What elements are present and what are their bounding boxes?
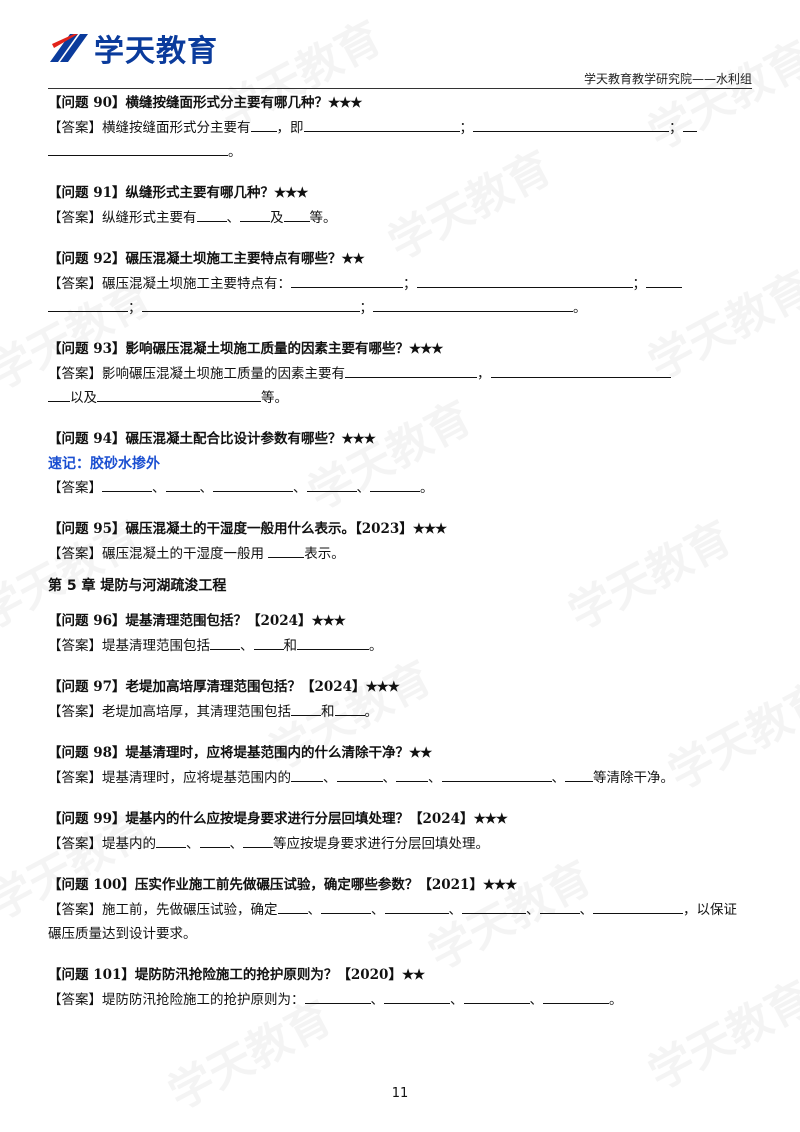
question-text: 【问题 95】碾压混凝土的干湿度一般用什么表示。【2023】★★★	[48, 521, 447, 537]
answer-text: 【答案】碾压混凝土坝施工主要特点有：；； ；；。	[48, 272, 754, 320]
answer-text: 【答案】堤防防汛抢险施工的抢护原则为：、、、。	[48, 988, 754, 1012]
answer-blank	[473, 117, 669, 132]
answer-blank	[370, 477, 420, 492]
answer-blank	[213, 477, 293, 492]
answer-blank	[463, 989, 530, 1004]
answer-blank	[48, 297, 128, 312]
question-text: 【问题 99】堤基内的什么应按堤身要求进行分层回填处理？【2024】★★★	[48, 811, 508, 827]
answer-blank	[321, 899, 371, 914]
answer-blank	[48, 141, 228, 156]
question-text: 【问题 91】纵缝形式主要有哪几种？★★★	[48, 185, 308, 201]
chapter-heading: 第 5 章 堤防与河湖疏浚工程	[48, 578, 227, 594]
answer-blank	[291, 767, 323, 782]
answer-blank	[196, 207, 227, 222]
question-block: 【问题 94】碾压混凝土配合比设计参数有哪些？★★★ 速记：胶砂水掺外 【答案】…	[48, 426, 754, 500]
header-divider	[48, 88, 752, 89]
answer-blank	[306, 477, 357, 492]
question-text: 【问题 90】横缝按缝面形式分主要有哪几种？★★★	[48, 95, 362, 111]
question-block: 【问题 93】影响碾压混凝土坝施工质量的因素主要有哪些？★★★ 【答案】影响碾压…	[48, 336, 754, 410]
answer-blank	[345, 363, 477, 378]
answer-blank	[490, 363, 671, 378]
answer-text: 【答案】施工前，先做碾压试验，确定、、、、、，以保证 碾压质量达到设计要求。	[48, 898, 754, 946]
answer-text: 【答案】碾压混凝土的干湿度一般用 表示。	[48, 542, 754, 566]
answer-text: 【答案】堤基清理时，应将堤基范围内的、、、、等清除干净。	[48, 766, 754, 790]
answer-blank	[250, 117, 277, 132]
answer-text: 【答案】、、、、。	[48, 476, 754, 500]
answer-blank	[565, 767, 593, 782]
question-text: 【问题 98】堤基清理时，应将堤基范围内的什么清除干净？★★	[48, 745, 432, 761]
question-list: 【问题 90】横缝按缝面形式分主要有哪几种？★★★ 【答案】横缝按缝面形式分主要…	[48, 90, 754, 1028]
answer-blank	[441, 767, 552, 782]
question-block: 【问题 92】碾压混凝土坝施工主要特点有哪些？★★ 【答案】碾压混凝土坝施工主要…	[48, 246, 754, 320]
page-number: 11	[391, 1086, 409, 1101]
answer-blank	[240, 207, 270, 222]
answer-text: 【答案】纵缝形式主要有、及等。	[48, 206, 754, 230]
logo-icon	[50, 34, 88, 62]
logo-text: 学天教育	[94, 34, 218, 69]
question-text: 【问题 96】堤基清理范围包括？【2024】★★★	[48, 613, 346, 629]
question-block: 【问题 96】堤基清理范围包括？【2024】★★★ 【答案】堤基清理范围包括、和…	[48, 608, 754, 658]
answer-blank	[277, 899, 308, 914]
answer-blank	[48, 387, 70, 402]
answer-blank	[156, 833, 186, 848]
question-block: 【问题 100】压实作业施工前先做碾压试验，确定哪些参数？【2021】★★★ 【…	[48, 872, 754, 946]
answer-text: 【答案】影响碾压混凝土坝施工质量的因素主要有， 以及等。	[48, 362, 754, 410]
answer-blank	[539, 899, 580, 914]
answer-text: 【答案】老堤加高培厚，其清理范围包括和。	[48, 700, 754, 724]
question-text: 【问题 93】影响碾压混凝土坝施工质量的因素主要有哪些？★★★	[48, 341, 443, 357]
answer-blank	[141, 297, 360, 312]
answer-blank	[199, 833, 230, 848]
answer-blank	[102, 477, 152, 492]
answer-blank	[304, 989, 371, 1004]
answer-blank	[396, 767, 428, 782]
answer-blank	[416, 273, 633, 288]
question-block: 【问题 99】堤基内的什么应按堤身要求进行分层回填处理？【2024】★★★ 【答…	[48, 806, 754, 856]
answer-blank	[543, 989, 609, 1004]
answer-blank	[334, 701, 365, 716]
question-text: 【问题 97】老堤加高培厚清理范围包括？【2024】★★★	[48, 679, 400, 695]
answer-blank	[253, 635, 284, 650]
answer-blank	[291, 701, 321, 716]
answer-blank	[291, 273, 403, 288]
question-text: 【问题 101】堤防防汛抢险施工的抢护原则为？【2020】★★	[48, 967, 425, 983]
answer-blank	[303, 117, 460, 132]
page-header: 学天教育 学天教育教学研究院——水利组	[48, 28, 752, 90]
question-block: 【问题 95】碾压混凝土的干湿度一般用什么表示。【2023】★★★ 【答案】碾压…	[48, 516, 754, 566]
answer-blank	[373, 297, 573, 312]
answer-blank	[297, 635, 369, 650]
answer-text: 【答案】堤基内的、、等应按堤身要求进行分层回填处理。	[48, 832, 754, 856]
mnemonic-note: 速记：胶砂水掺外	[48, 456, 160, 472]
organization-label: 学天教育教学研究院——水利组	[583, 72, 752, 86]
answer-blank	[243, 833, 273, 848]
question-block: 【问题 101】堤防防汛抢险施工的抢护原则为？【2020】★★ 【答案】堤防防汛…	[48, 962, 754, 1012]
answer-text: 【答案】堤基清理范围包括、和。	[48, 634, 754, 658]
question-block: 【问题 98】堤基清理时，应将堤基范围内的什么清除干净？★★ 【答案】堤基清理时…	[48, 740, 754, 790]
answer-blank	[593, 899, 683, 914]
question-block: 【问题 91】纵缝形式主要有哪几种？★★★ 【答案】纵缝形式主要有、及等。	[48, 180, 754, 230]
answer-blank	[165, 477, 200, 492]
question-block: 【问题 90】横缝按缝面形式分主要有哪几种？★★★ 【答案】横缝按缝面形式分主要…	[48, 90, 754, 164]
question-text: 【问题 100】压实作业施工前先做碾压试验，确定哪些参数？【2021】★★★	[48, 877, 517, 893]
answer-blank	[384, 899, 449, 914]
answer-blank	[210, 635, 240, 650]
answer-blank	[97, 387, 261, 402]
question-block: 【问题 97】老堤加高培厚清理范围包括？【2024】★★★ 【答案】老堤加高培厚…	[48, 674, 754, 724]
question-text: 【问题 92】碾压混凝土坝施工主要特点有哪些？★★	[48, 251, 365, 267]
answer-blank	[268, 543, 305, 558]
answer-blank	[283, 207, 310, 222]
answer-blank	[646, 273, 682, 288]
answer-text: 【答案】横缝按缝面形式分主要有，即；； 。	[48, 116, 754, 164]
answer-blank	[682, 117, 697, 132]
answer-blank	[336, 767, 383, 782]
answer-blank	[462, 899, 526, 914]
answer-blank	[384, 989, 450, 1004]
question-text: 【问题 94】碾压混凝土配合比设计参数有哪些？★★★	[48, 431, 376, 447]
